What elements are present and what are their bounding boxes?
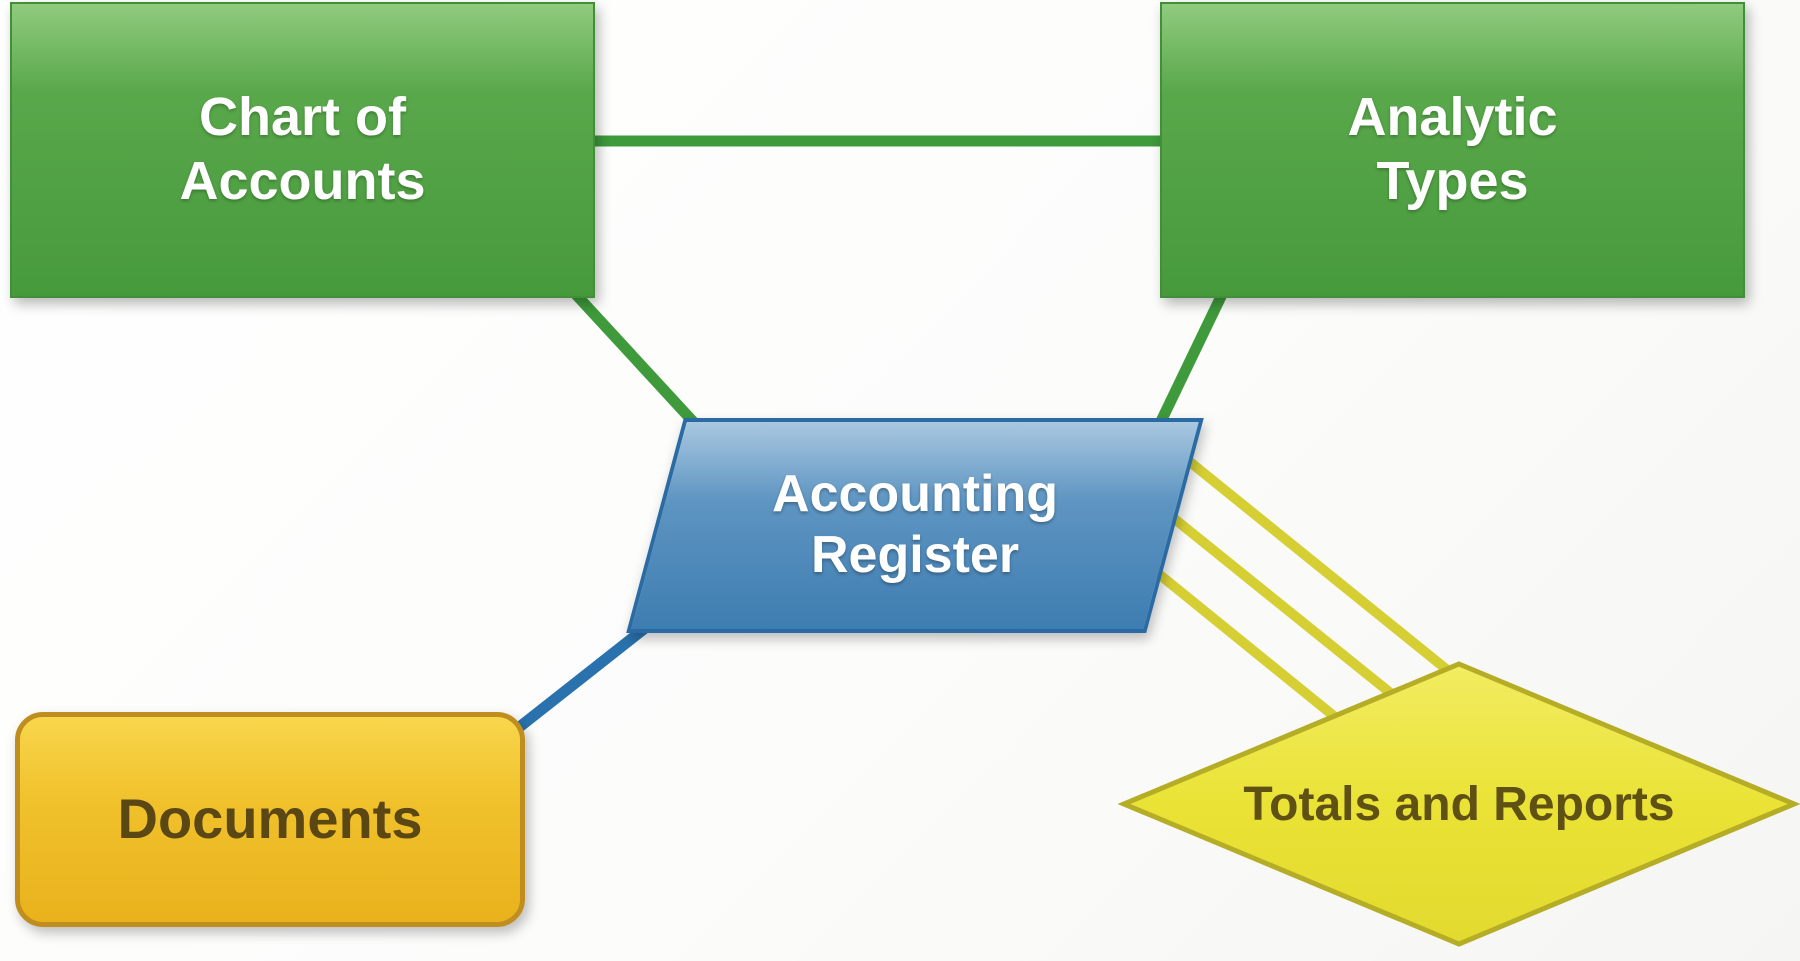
chart-of-accounts-label: Chart of Accounts: [179, 86, 425, 213]
node-documents: Documents: [15, 712, 525, 927]
edge-chart-of-accounts-accounting-register: [553, 271, 715, 444]
accounting-register-label: Accounting Register: [772, 464, 1058, 587]
accounting-register-label-line1: Accounting: [772, 465, 1058, 524]
edge-analytic-types-accounting-register: [1147, 279, 1233, 443]
node-totals-and-reports: Totals and Reports: [1117, 658, 1800, 950]
analytic-types-label: Analytic Types: [1347, 86, 1557, 213]
node-analytic-types: Analytic Types: [1160, 2, 1745, 298]
edge-accounting-register-totals-1: [1186, 458, 1476, 694]
analytic-types-label-line1: Analytic: [1347, 87, 1558, 148]
chart-of-accounts-label-line2: Accounts: [179, 151, 426, 211]
chart-of-accounts-label-line1: Chart of: [199, 87, 406, 148]
documents-label: Documents: [117, 787, 423, 851]
totals-and-reports-label: Totals and Reports: [1243, 777, 1675, 831]
node-accounting-register: Accounting Register: [626, 418, 1204, 633]
edge-accounting-register-totals-2: [1162, 508, 1418, 716]
diamond-polygon: [1117, 661, 1800, 947]
analytic-types-label-line2: Types: [1376, 151, 1529, 211]
node-chart-of-accounts: Chart of Accounts: [10, 2, 595, 298]
edge-accounting-register-totals-3: [1140, 558, 1360, 738]
totals-and-reports-diamond-shape: [1117, 661, 1800, 947]
accounting-register-label-line2: Register: [810, 526, 1020, 585]
